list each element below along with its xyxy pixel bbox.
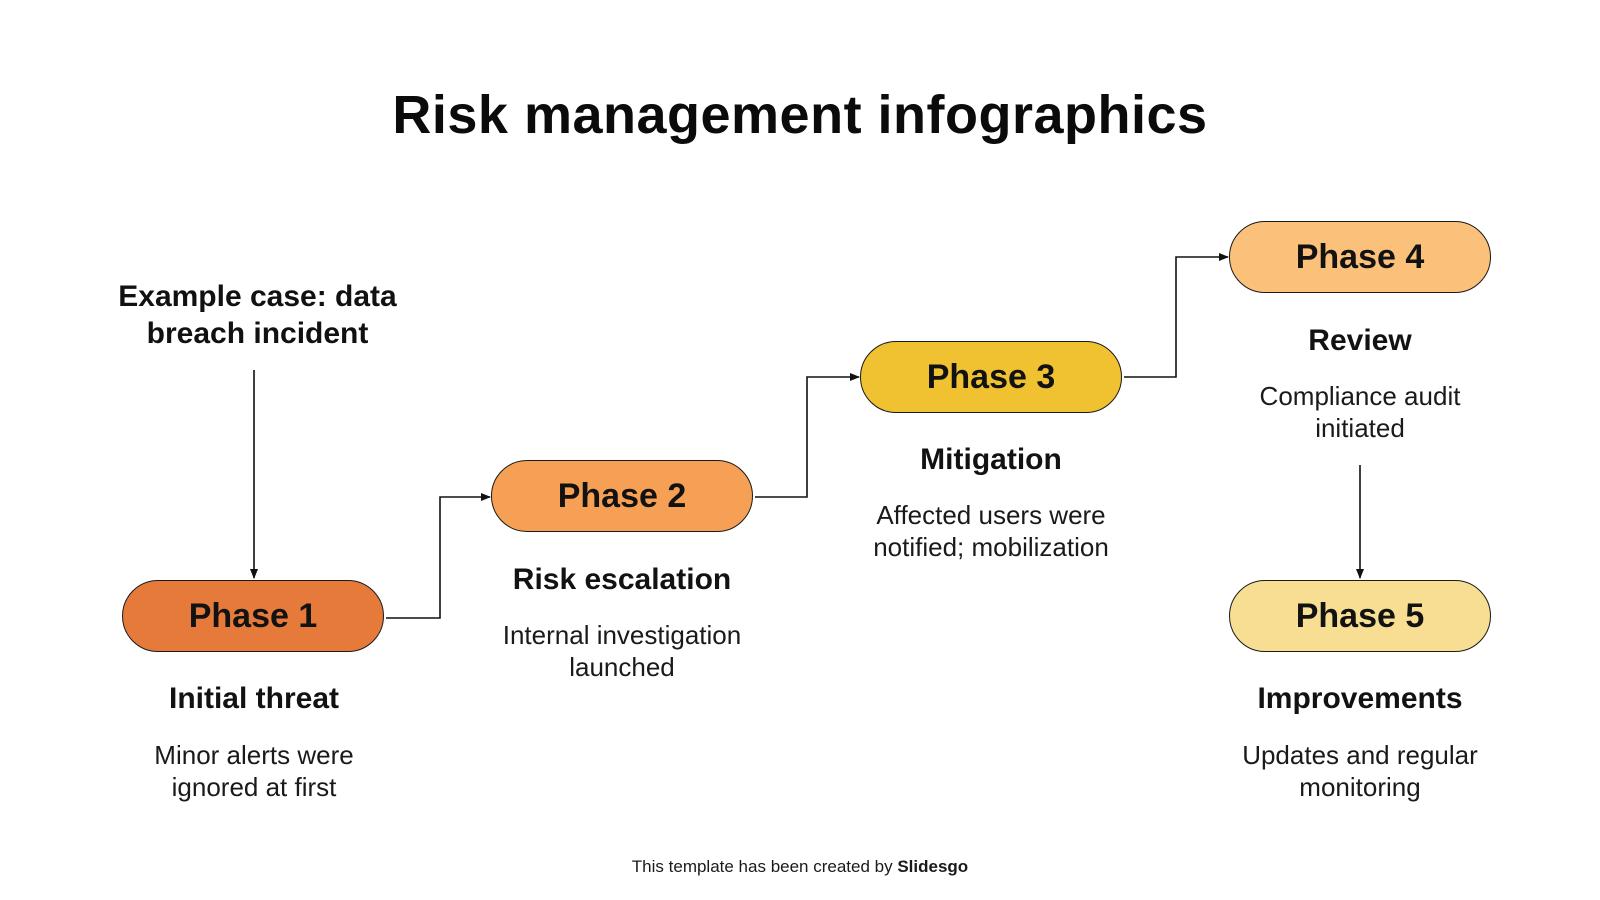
phase-1-label: Phase 1 <box>188 596 318 635</box>
phase-4-description: Compliance audit initiated <box>1200 380 1520 444</box>
phase-5-pill: Phase 5 <box>1229 580 1491 652</box>
phase-2-label: Phase 2 <box>557 476 687 515</box>
footer-brand-link[interactable]: Slidesgo <box>897 857 969 876</box>
phase-5-heading: Improvements <box>1257 682 1463 715</box>
phase-5-description: Updates and regular monitoring <box>1200 739 1520 803</box>
phase-5-label: Phase 5 <box>1295 596 1425 635</box>
phase-4-pill: Phase 4 <box>1229 221 1491 293</box>
phase-5-desc-line-1: Updates and regular <box>1242 740 1478 770</box>
phase-3-desc-line-1: Affected users were <box>876 500 1106 530</box>
phase-2-pill: Phase 2 <box>491 460 753 532</box>
phase-2-desc-line-1: Internal investigation <box>502 620 742 650</box>
phase-2-description: Internal investigation launched <box>462 619 782 683</box>
phase-3-pill: Phase 3 <box>860 341 1122 413</box>
phase-3-label: Phase 3 <box>926 357 1056 396</box>
phase-1-pill: Phase 1 <box>122 580 384 652</box>
footer-prefix: This template has been created by <box>631 857 898 876</box>
phase-2-desc-line-2: launched <box>569 652 675 682</box>
phase-4-desc-line-1: Compliance audit <box>1259 381 1461 411</box>
phase-4-label: Phase 4 <box>1295 237 1425 276</box>
credit-footer: This template has been created by Slides… <box>0 857 1600 877</box>
intro-line-2: breach incident <box>146 317 369 350</box>
intro-line-1: Example case: data <box>118 280 397 313</box>
phase-4-heading: Review <box>1308 324 1412 357</box>
phase-1-desc-line-1: Minor alerts were <box>154 740 354 770</box>
phase-1-heading: Initial threat <box>168 682 340 715</box>
phase-1-description: Minor alerts were ignored at first <box>94 739 414 803</box>
phase-3-heading: Mitigation <box>920 443 1062 476</box>
phase-5-desc-line-2: monitoring <box>1299 772 1421 802</box>
phase-3-desc-line-2: notified; mobilization <box>873 532 1109 562</box>
phase-3-description: Affected users were notified; mobilizati… <box>811 499 1171 563</box>
phase-1-desc-line-2: ignored at first <box>171 772 337 802</box>
page-title: Risk management infographics <box>392 85 1208 145</box>
example-case-label: Example case: data breach incident <box>80 278 435 352</box>
phase-2-heading: Risk escalation <box>512 563 732 596</box>
phase-4-desc-line-2: initiated <box>1315 413 1405 443</box>
